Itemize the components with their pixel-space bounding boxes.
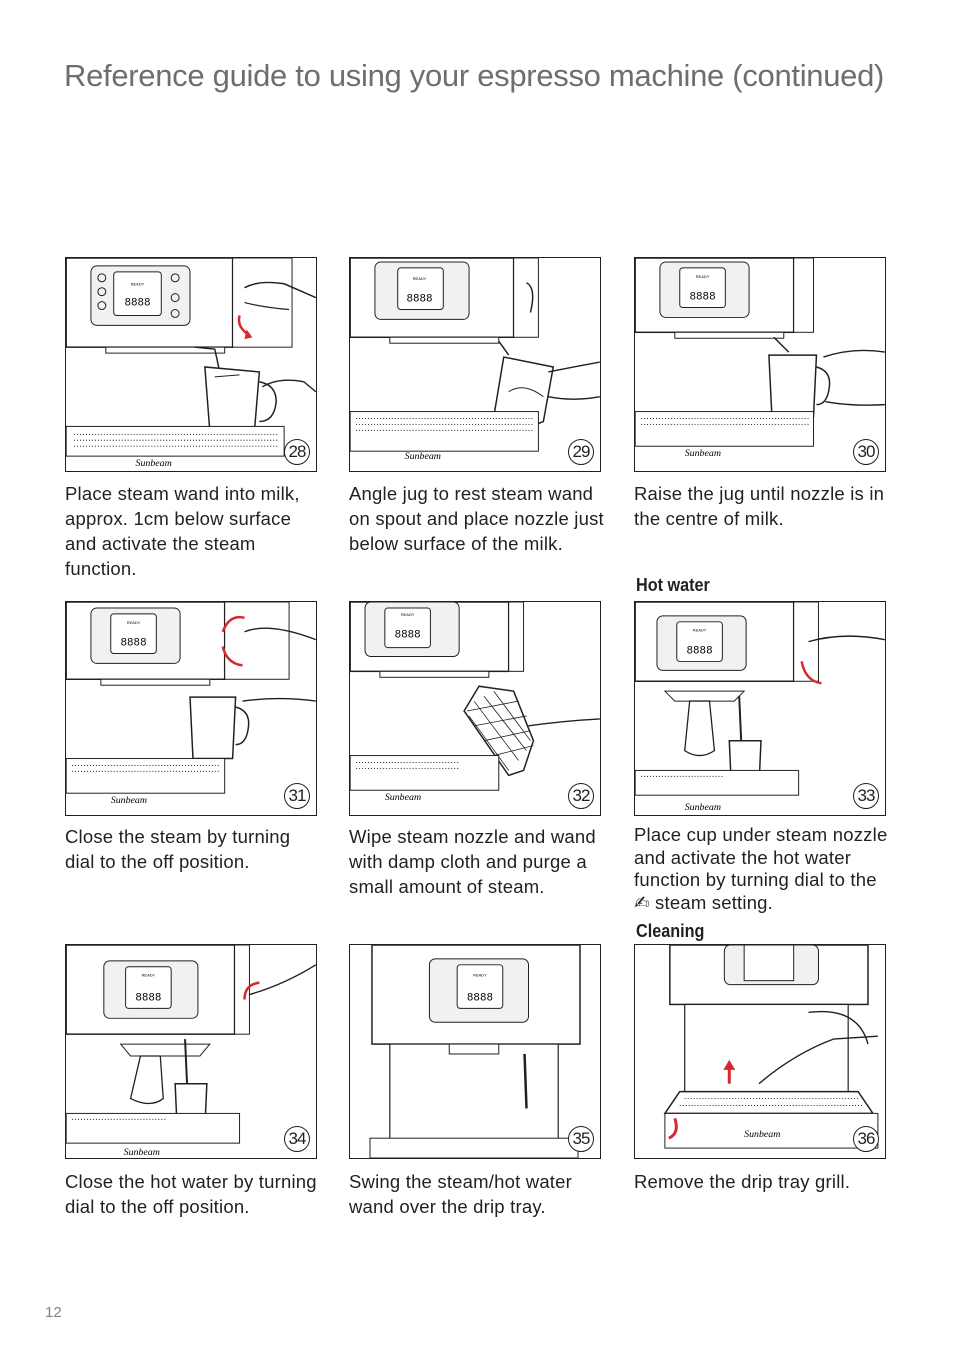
- step-34-caption: Close the hot water by turning dial to t…: [65, 1171, 317, 1217]
- step-28-illustration: 8888 READY Sunbeam 28: [65, 257, 317, 472]
- step-36-illustration: Sunbeam 36: [634, 944, 886, 1159]
- sunbeam-logo: Sunbeam: [136, 458, 172, 469]
- step-29-caption: Angle jug to rest steam wand on spout an…: [349, 483, 604, 554]
- display-digits: 8888: [124, 298, 150, 310]
- display-ready: READY: [127, 620, 141, 625]
- sunbeam-logo: Sunbeam: [405, 451, 441, 462]
- display-digits: 8888: [395, 630, 421, 642]
- step-number: 36: [853, 1126, 879, 1152]
- step-33-illustration: 8888 READY Sunbeam 33: [634, 601, 886, 816]
- display-ready: READY: [693, 628, 707, 633]
- display-ready: READY: [413, 276, 427, 281]
- step-31-illustration: 8888 READY Sunbeam 31: [65, 601, 317, 816]
- step-32-caption: Wipe steam nozzle and wand with damp clo…: [349, 826, 596, 897]
- step-number: 34: [284, 1126, 310, 1152]
- step-36-caption: Remove the drip tray grill.: [634, 1171, 851, 1192]
- display-digits: 8888: [406, 294, 432, 306]
- espresso-machine-angled-jug-drawing: 8888 READY Sunbeam: [350, 258, 600, 462]
- step-number: 32: [568, 783, 594, 809]
- sunbeam-logo: Sunbeam: [385, 792, 421, 803]
- display-ready: READY: [131, 282, 145, 287]
- step-31-caption: Close the steam by turning dial to the o…: [65, 826, 291, 872]
- sunbeam-logo: Sunbeam: [685, 802, 721, 813]
- step-number: 30: [853, 439, 879, 465]
- step-30-illustration: 8888 READY Sunbeam 30: [634, 257, 886, 472]
- espresso-machine-hot-water-drawing: 8888 READY Sunbeam: [635, 602, 885, 813]
- step-number: 28: [284, 439, 310, 465]
- step-number: 31: [284, 783, 310, 809]
- sunbeam-logo: Sunbeam: [124, 1147, 160, 1158]
- page-title: Reference guide to using your espresso m…: [64, 58, 885, 93]
- espresso-machine-wipe-nozzle-drawing: 8888 READY Sunbeam: [350, 602, 600, 803]
- page-number: 12: [45, 1304, 62, 1321]
- steam-setting-icon: ✍: [634, 891, 650, 913]
- sunbeam-logo: Sunbeam: [111, 795, 147, 806]
- step-32-illustration: 8888 READY Sunbeam 32: [349, 601, 601, 816]
- step-35-caption: Swing the steam/hot water wand over the …: [349, 1171, 572, 1217]
- step-number: 35: [568, 1126, 594, 1152]
- espresso-machine-close-steam-drawing: 8888 READY Sunbeam: [66, 602, 316, 806]
- display-digits: 8888: [467, 992, 493, 1004]
- step-30-caption: Raise the jug until nozzle is in the cen…: [634, 483, 885, 529]
- step-29-illustration: 8888 READY Sunbeam 29: [349, 257, 601, 472]
- espresso-machine-close-hot-water-drawing: 8888 READY Sunbeam: [66, 945, 316, 1158]
- step-33-caption-text: Place cup under steam nozzle and activat…: [634, 824, 888, 890]
- display-digits: 8888: [120, 638, 146, 650]
- step-28-caption: Place steam wand into milk, approx. 1cm …: [65, 483, 300, 579]
- sunbeam-logo: Sunbeam: [744, 1129, 780, 1140]
- espresso-machine-drip-tray-drawing: Sunbeam: [663, 945, 879, 1149]
- step-number: 29: [568, 439, 594, 465]
- display-ready: READY: [401, 612, 415, 617]
- espresso-machine-swing-wand-drawing: 8888 READY: [369, 945, 581, 1158]
- espresso-machine-raise-jug-drawing: 8888 READY Sunbeam: [635, 258, 885, 459]
- step-34-illustration: 8888 READY Sunbeam 34: [65, 944, 317, 1159]
- sunbeam-logo: Sunbeam: [685, 448, 721, 459]
- display-ready: READY: [696, 274, 710, 279]
- step-33-caption: Place cup under steam nozzle and activat…: [634, 824, 892, 914]
- step-number: 33: [853, 783, 879, 809]
- display-ready: READY: [142, 973, 156, 978]
- display-ready: READY: [473, 973, 487, 978]
- display-digits: 8888: [689, 292, 715, 304]
- step-35-illustration: 8888 READY 35: [349, 944, 601, 1159]
- step-33-caption-end: steam setting.: [655, 891, 774, 913]
- section-heading-hot-water: Hot water: [636, 575, 710, 595]
- section-heading-cleaning: Cleaning: [636, 921, 705, 941]
- espresso-machine-steam-jug-drawing: 8888 READY Sunbeam: [66, 258, 316, 469]
- display-digits: 8888: [135, 992, 161, 1004]
- display-digits: 8888: [687, 646, 713, 658]
